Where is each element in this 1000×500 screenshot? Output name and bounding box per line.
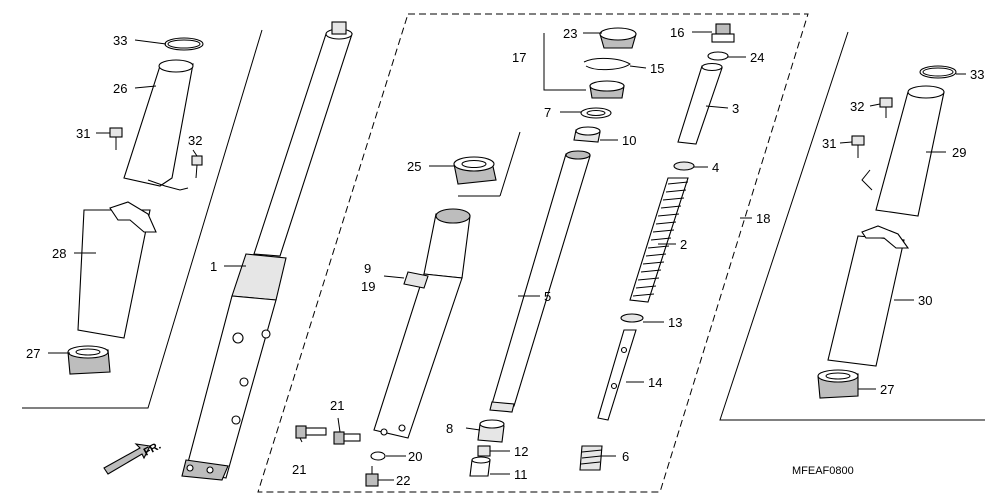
callout-8: 8 xyxy=(446,421,453,436)
socket-bolt-part xyxy=(295,425,327,439)
callout-26: 26 xyxy=(113,81,127,96)
callout-31: 31 xyxy=(76,126,90,141)
small-o-ring-part xyxy=(707,51,729,61)
right-group-boundary xyxy=(719,31,985,421)
callout-9: 9 xyxy=(364,261,371,276)
small-spring-part xyxy=(477,445,491,457)
callout-1: 1 xyxy=(210,259,217,274)
callout-32: 32 xyxy=(188,133,202,148)
callout-12: 12 xyxy=(514,444,528,459)
fork-slider-assembly-part xyxy=(181,21,353,481)
callout-18: 18 xyxy=(756,211,770,226)
callout-33-right: 33 xyxy=(970,67,984,82)
callout-23: 23 xyxy=(563,26,577,41)
callout-28: 28 xyxy=(52,246,66,261)
bolt-part xyxy=(851,135,865,158)
fork-bolt-part xyxy=(711,23,735,43)
front-arrow-icon xyxy=(103,443,151,475)
callout-20: 20 xyxy=(408,449,422,464)
callout-31-right: 31 xyxy=(822,136,836,151)
callout-22: 22 xyxy=(396,473,410,488)
group-bracket-17 xyxy=(543,33,586,91)
oil-seal-part xyxy=(453,156,497,185)
oil-seal-set-part xyxy=(589,80,625,99)
drain-bolt-part xyxy=(365,466,379,487)
upper-cover-part xyxy=(123,63,194,187)
piston-ring-part xyxy=(620,313,644,323)
slide-bushing-part xyxy=(477,419,505,443)
rebound-spring-part xyxy=(579,445,603,471)
group-boundaries xyxy=(22,13,985,493)
callout-19: 19 xyxy=(361,279,375,294)
callout-17: 17 xyxy=(512,50,526,65)
bolt-part xyxy=(109,127,123,150)
callout-32-right: 32 xyxy=(850,99,864,114)
callout-21-upper: 21 xyxy=(330,398,344,413)
spring-seat-part xyxy=(673,161,695,171)
front-marker-label: FR. xyxy=(142,440,163,459)
left-group xyxy=(67,37,204,375)
sealing-washer-part xyxy=(370,451,386,461)
lower-cover-part xyxy=(827,235,905,367)
callout-14: 14 xyxy=(648,375,662,390)
socket-bolt-part xyxy=(333,431,361,445)
fork-bottom-case-part xyxy=(373,208,471,439)
callout-33: 33 xyxy=(113,33,127,48)
callout-3: 3 xyxy=(732,101,739,116)
callout-30: 30 xyxy=(918,293,932,308)
guide-bushing-part xyxy=(573,126,601,143)
oil-lock-piece-part xyxy=(469,456,491,477)
fork-piston-part xyxy=(597,329,637,421)
bolt-part xyxy=(191,155,203,179)
left-group-boundary xyxy=(22,29,263,409)
back-up-ring-part xyxy=(580,107,612,119)
callout-27-right: 27 xyxy=(880,382,894,397)
stopper-ring-part xyxy=(583,57,631,71)
bolt-part xyxy=(879,97,893,118)
callout-10: 10 xyxy=(622,133,636,148)
callout-2: 2 xyxy=(680,237,687,252)
callout-4: 4 xyxy=(712,160,719,175)
diagram-code: MFEAF0800 xyxy=(792,465,854,477)
callout-25: 25 xyxy=(407,159,421,174)
callout-29: 29 xyxy=(952,145,966,160)
dust-seal-top-part xyxy=(599,27,637,49)
right-group xyxy=(817,65,957,399)
leader-lines xyxy=(48,31,966,481)
dust-seal-part xyxy=(817,369,859,399)
fork-spring-part xyxy=(629,177,689,303)
callout-7: 7 xyxy=(544,105,551,120)
callout-5: 5 xyxy=(544,289,551,304)
callout-13: 13 xyxy=(668,315,682,330)
callout-24: 24 xyxy=(750,50,764,65)
callout-16: 16 xyxy=(670,25,684,40)
callout-11: 11 xyxy=(514,467,528,482)
fork-assembly-dashed-boundary xyxy=(257,13,809,493)
lower-cover-part xyxy=(77,209,151,339)
fork-pipe-part xyxy=(489,150,591,413)
callout-numbers: 33 26 31 32 28 27 1 25 9 19 21 21 20 22 … xyxy=(26,25,984,488)
callout-6: 6 xyxy=(622,449,629,464)
front-direction-marker: FR. xyxy=(103,440,163,475)
seal-group-line xyxy=(499,131,521,197)
callout-15: 15 xyxy=(650,61,664,76)
callout-27: 27 xyxy=(26,346,40,361)
callout-21-lower: 21 xyxy=(292,462,306,477)
dust-seal-part xyxy=(67,345,111,375)
spring-spacer-part xyxy=(677,62,723,145)
